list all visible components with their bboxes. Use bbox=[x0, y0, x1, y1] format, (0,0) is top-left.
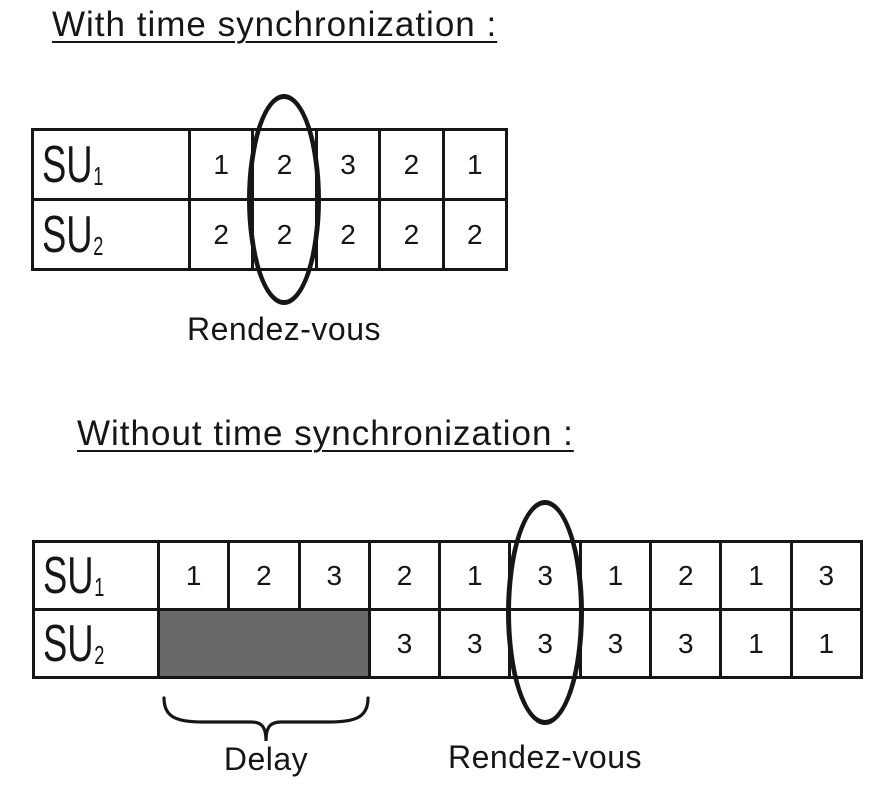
slot-cell: 1 bbox=[719, 540, 793, 611]
row-label: SU2 bbox=[31, 198, 191, 271]
slot-cell: 2 bbox=[227, 540, 301, 611]
slot-cell: 1 bbox=[578, 540, 653, 611]
delay-block bbox=[157, 608, 371, 679]
slot-cell: 1 bbox=[156, 540, 231, 611]
slot-cell: 3 bbox=[578, 608, 653, 679]
slot-cell: 3 bbox=[367, 608, 442, 679]
slot-cell: 1 bbox=[438, 540, 512, 611]
slot-cell: 1 bbox=[789, 608, 864, 679]
slot-cell: 2 bbox=[314, 198, 382, 271]
slot-cell: 2 bbox=[378, 198, 445, 271]
slot-cell: 1 bbox=[441, 128, 509, 201]
slot-cell: 2 bbox=[378, 128, 445, 201]
without-sync-title: Without time synchronization : bbox=[77, 414, 574, 453]
row-label: SU2 bbox=[32, 608, 160, 679]
slot-cell: 1 bbox=[719, 608, 793, 679]
row-label: SU1 bbox=[31, 128, 191, 201]
slot-cell: 3 bbox=[789, 540, 864, 611]
slot-cell: 3 bbox=[649, 608, 723, 679]
with-sync-title: With time synchronization : bbox=[52, 5, 498, 44]
rendezvous-label-1: Rendez-vous bbox=[186, 311, 382, 347]
slot-cell: 3 bbox=[508, 540, 582, 611]
slot-cell: 1 bbox=[187, 128, 255, 201]
delay-label: Delay bbox=[223, 741, 309, 777]
slot-cell: 3 bbox=[438, 608, 512, 679]
slot-cell: 2 bbox=[187, 198, 255, 271]
slot-cell: 2 bbox=[251, 128, 318, 201]
slot-cell: 2 bbox=[441, 198, 509, 271]
slot-cell: 3 bbox=[314, 128, 382, 201]
rendezvous-label-2: Rendez-vous bbox=[447, 739, 643, 775]
delay-brace-icon bbox=[162, 696, 370, 742]
row-label: SU1 bbox=[32, 540, 160, 611]
slot-cell: 2 bbox=[649, 540, 723, 611]
slot-cell: 2 bbox=[251, 198, 318, 271]
slot-cell: 2 bbox=[367, 540, 442, 611]
slot-cell: 3 bbox=[508, 608, 582, 679]
slot-cell: 3 bbox=[297, 540, 371, 611]
